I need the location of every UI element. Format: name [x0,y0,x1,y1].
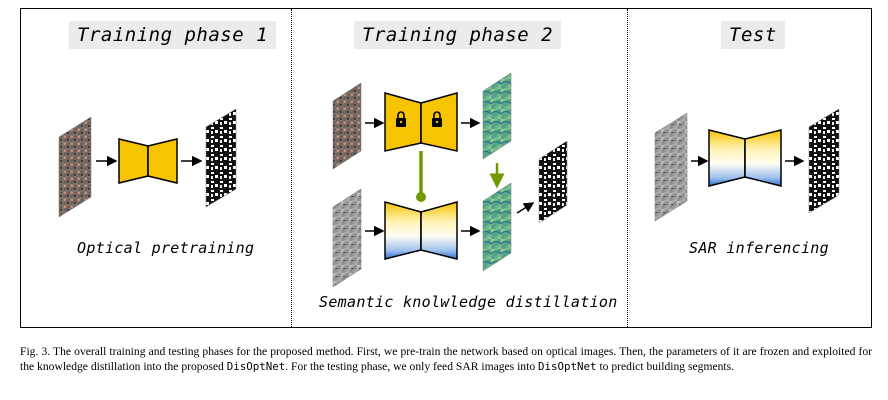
figure-caption: Fig. 3. The overall training and testing… [20,345,872,374]
building-segmentation-output [808,108,840,214]
figure-label: Fig. 3. [20,345,51,358]
caption-text-3: to predict building segments. [596,359,735,373]
model-name: DisOptNet [538,359,597,373]
phase2-diagram [332,72,568,288]
distillation-link-node [416,192,426,202]
sar-image-input [654,112,688,222]
figure-panel: Training phase 1 Training phase 2 Test O… [20,8,872,328]
encoder-decoder-network-icon [118,138,178,184]
sar-image-input [332,188,362,288]
figure-graphics [58,72,840,288]
building-segmentation-output [538,140,568,224]
frozen-teacher-network [384,92,458,152]
phase2-title: Training phase 2 [354,21,562,49]
student-feature-map [482,182,512,272]
test-title: Test [721,21,785,49]
lock-icon [432,111,442,127]
phase-divider [627,9,628,327]
teacher-feature-map [482,72,512,160]
building-segmentation-output [205,108,237,208]
caption-text-2: . For the testing phase, we only feed SA… [285,359,539,373]
optical-image-input [58,116,92,218]
phase1-caption: Optical pretraining [77,239,255,257]
test-diagram [654,108,840,222]
caption-text-1: The overall training and testing phases … [20,345,872,373]
phase1-diagram [58,108,237,218]
test-caption: SAR inferencing [689,239,829,257]
phase-divider [291,9,292,327]
phase2-caption: Semantic knolwledge distillation [319,293,618,311]
student-network [384,201,458,260]
disoptnet-network [708,129,782,187]
optical-image-input [332,82,362,170]
arrow-icon [516,202,535,214]
phase1-title: Training phase 1 [69,21,277,49]
model-name: DisOptNet [226,359,286,373]
lock-icon [396,111,406,127]
